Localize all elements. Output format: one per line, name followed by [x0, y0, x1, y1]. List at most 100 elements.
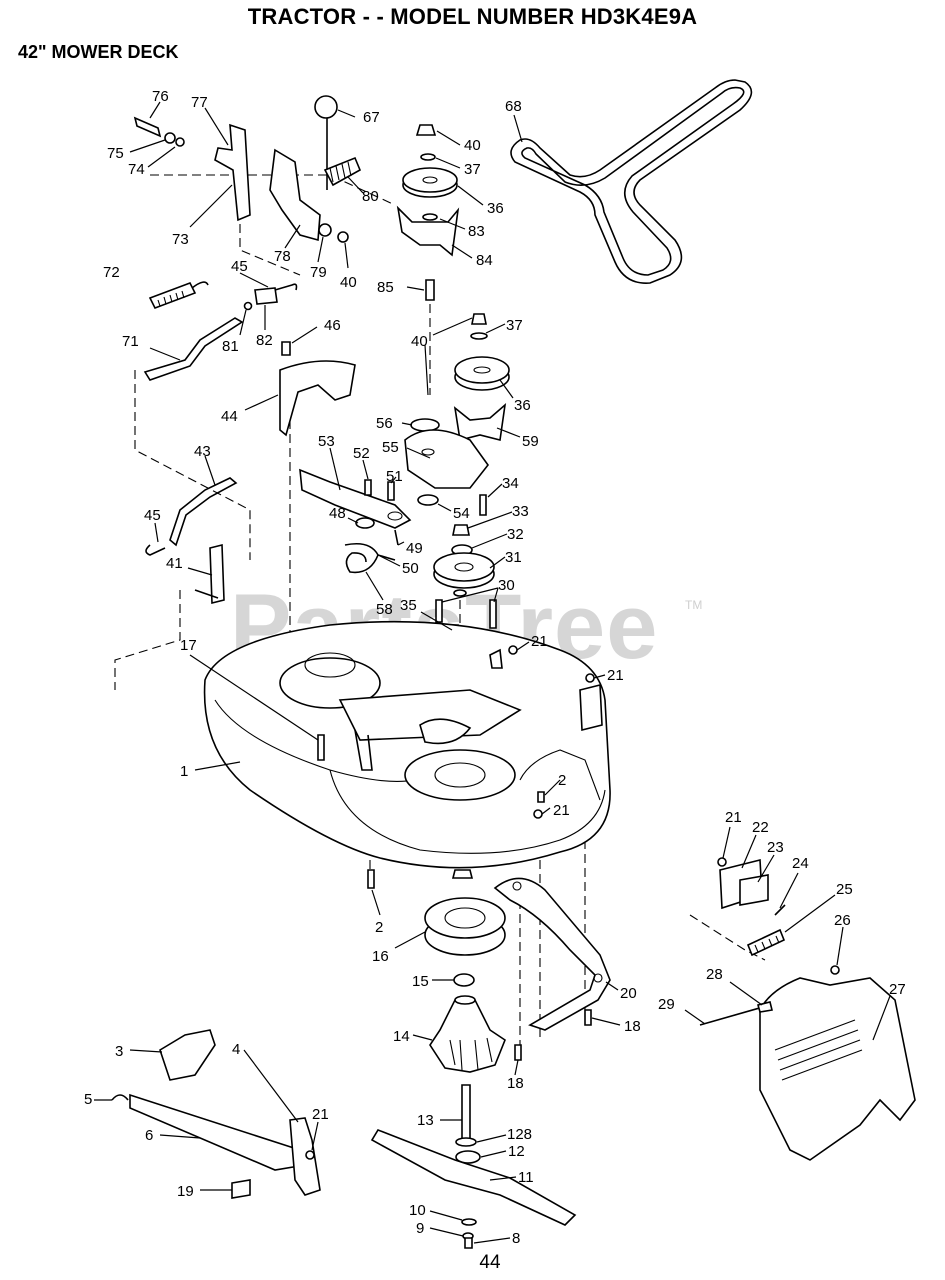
callout-10: 10	[409, 1202, 426, 1219]
bolt-85	[425, 279, 435, 301]
nut-21e	[717, 857, 727, 867]
hanger-41	[209, 543, 225, 605]
spring-72	[148, 281, 197, 310]
bolt-34	[479, 494, 487, 516]
pin-24	[774, 904, 786, 916]
washer-74	[175, 137, 185, 147]
callout-2-side: 2	[558, 772, 566, 789]
tension-arm-group	[299, 468, 412, 574]
washer-75	[164, 132, 176, 144]
callout-71: 71	[122, 333, 139, 350]
mower-deck-housing-1	[203, 620, 611, 869]
callout-labels: 76 77 75 74 73 67 80 78 79 40 40 37 36 8…	[84, 88, 906, 1247]
nut-40-top	[415, 124, 437, 136]
callout-29: 29	[658, 996, 675, 1013]
callout-36-top: 36	[487, 200, 504, 217]
callout-23: 23	[767, 839, 784, 856]
lift-linkage-assembly	[133, 95, 362, 243]
bushing-79	[318, 223, 332, 237]
link-6	[129, 1093, 307, 1171]
bracket-4	[289, 1117, 321, 1196]
clip-45	[145, 544, 166, 556]
adapter-12	[455, 1150, 481, 1164]
callout-26: 26	[834, 912, 851, 929]
bolt-76	[133, 116, 162, 138]
bolt-52	[364, 479, 372, 496]
callout-45-upper: 45	[231, 258, 248, 275]
callout-59: 59	[522, 433, 539, 450]
hinge-23	[739, 874, 769, 906]
callout-45-lower: 45	[144, 507, 161, 524]
callout-16: 16	[372, 948, 389, 965]
callout-37-middle: 37	[506, 317, 523, 334]
callout-21-chute: 21	[725, 809, 742, 826]
nut-26	[830, 965, 840, 975]
callout-32: 32	[507, 526, 524, 543]
discharge-chute-group	[699, 857, 916, 1161]
bolt-17	[317, 734, 325, 761]
callout-41: 41	[166, 555, 183, 572]
bolt-2-lower	[367, 869, 375, 889]
callout-2-lower: 2	[375, 919, 383, 936]
callout-3: 3	[115, 1043, 123, 1060]
deck-hardware	[317, 645, 595, 889]
spring-and-rod-group	[143, 281, 356, 437]
bearing-15	[453, 973, 475, 987]
callout-55: 55	[382, 439, 399, 456]
nut-21c	[533, 809, 543, 819]
discharge-chute-27	[759, 977, 916, 1161]
callout-27: 27	[889, 981, 906, 998]
callout-67: 67	[363, 109, 380, 126]
callout-22: 22	[752, 819, 769, 836]
callout-56: 56	[376, 415, 393, 432]
callout-85: 85	[377, 279, 394, 296]
callout-53: 53	[318, 433, 335, 450]
callout-5: 5	[84, 1091, 92, 1108]
callout-18-right: 18	[624, 1018, 641, 1035]
idler-bracket-84	[396, 205, 460, 257]
clip-5	[111, 1094, 129, 1101]
rod-71	[143, 317, 244, 381]
nut-33	[452, 524, 470, 536]
callout-11: 11	[518, 1169, 534, 1186]
callout-48: 48	[329, 505, 346, 522]
callout-82: 82	[256, 332, 273, 349]
callout-40-middle: 40	[411, 333, 428, 350]
page-number: 44	[479, 1252, 501, 1273]
callout-33: 33	[512, 503, 529, 520]
bolt-2-side	[537, 791, 545, 803]
callout-84: 84	[476, 252, 493, 269]
nut-21b	[585, 673, 595, 683]
idler-arm-53	[299, 468, 412, 529]
callout-30: 30	[498, 577, 515, 594]
callout-34: 34	[502, 475, 519, 492]
spacer-83	[422, 213, 438, 221]
callout-49: 49	[406, 540, 423, 557]
idler-pulley-stack-middle	[404, 313, 510, 516]
callout-8: 8	[512, 1230, 520, 1247]
washer-56	[410, 418, 440, 432]
section-subtitle: 42" MOWER DECK	[18, 42, 179, 62]
callout-52: 52	[353, 445, 370, 462]
spindle-housing-14	[429, 999, 506, 1073]
callout-44: 44	[221, 408, 238, 425]
callout-12: 12	[508, 1143, 525, 1160]
callout-15: 15	[412, 973, 429, 990]
callout-54: 54	[453, 505, 470, 522]
callout-31: 31	[505, 549, 522, 566]
callout-75: 75	[107, 145, 124, 162]
grip-80	[323, 156, 362, 187]
callout-40-top: 40	[464, 137, 481, 154]
callout-28: 28	[706, 966, 723, 983]
leader-lines	[94, 101, 891, 1244]
callout-50: 50	[402, 560, 419, 577]
callout-36-middle: 36	[514, 397, 531, 414]
callout-51: 51	[386, 468, 403, 485]
callout-74: 74	[128, 161, 145, 178]
bracket-3	[159, 1029, 216, 1081]
callout-9: 9	[416, 1220, 424, 1237]
bolt-30b	[489, 599, 497, 629]
washer-128	[455, 1137, 477, 1147]
deck-shield-44	[279, 360, 356, 437]
